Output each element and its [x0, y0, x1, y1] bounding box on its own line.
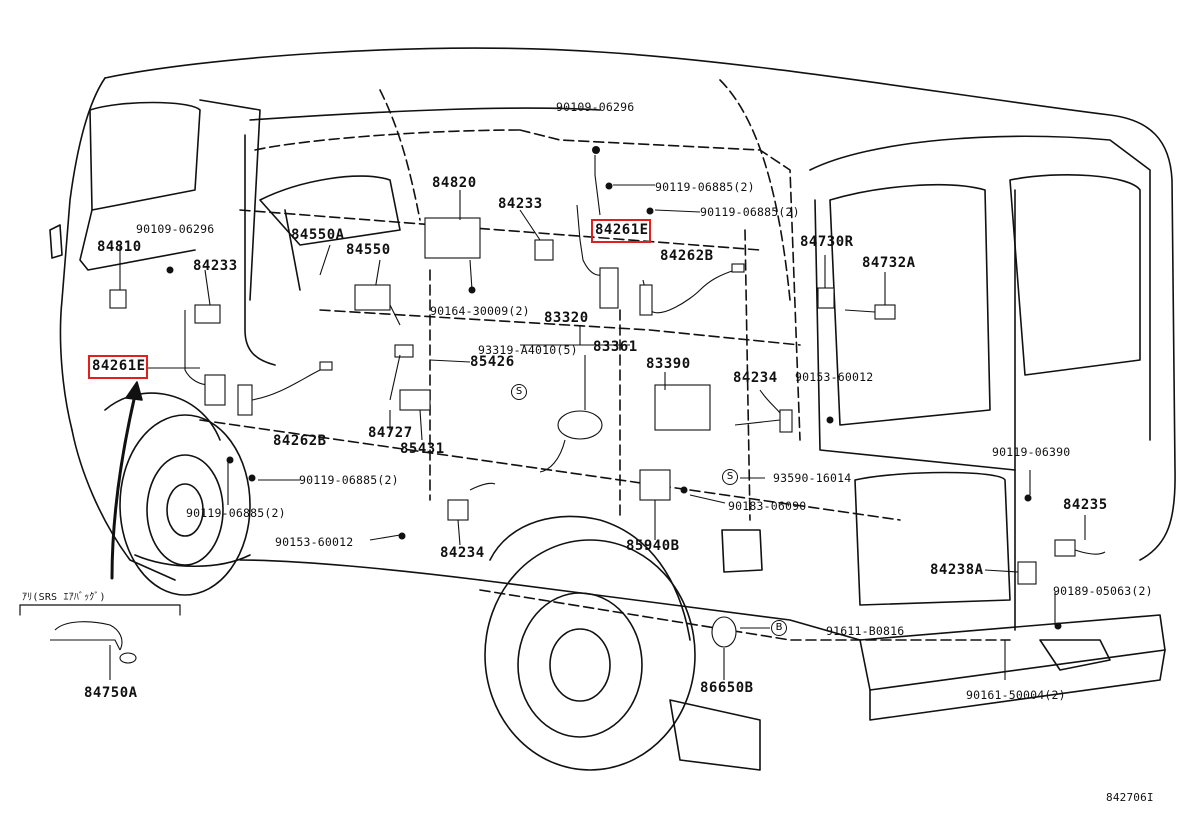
b-marker: B	[771, 620, 787, 636]
part-label-90119-06885-c: 90119-06885(2)	[299, 473, 399, 487]
part-label-86650b: 86650B	[700, 680, 754, 696]
part-label-84550: 84550	[346, 242, 391, 258]
part-label-90119-06885-d: 90119-06885(2)	[186, 506, 286, 520]
part-label-90119-06885-b: 90119-06885(2)	[700, 205, 800, 219]
part-label-84235: 84235	[1063, 497, 1108, 513]
part-label-85426: 85426	[470, 354, 515, 370]
part-label-93590-16014: 93590-16014	[773, 471, 852, 485]
part-label-90119-06390: 90119-06390	[992, 445, 1071, 459]
part-label-85940b: 85940B	[626, 538, 680, 554]
part-label-90153-60012-right: 90153-60012	[795, 370, 874, 384]
s-marker-2: S	[722, 469, 738, 485]
part-label-90109-06296-left: 90109-06296	[136, 222, 215, 236]
part-label-90189-05063: 90189-05063(2)	[1053, 584, 1153, 598]
part-label-83390: 83390	[646, 356, 691, 372]
part-label-84233-top: 84233	[498, 196, 543, 212]
part-label-84732a: 84732A	[862, 255, 916, 271]
part-label-84233-left: 84233	[193, 258, 238, 274]
highlight-84261e-left[interactable]: 84261E	[88, 355, 148, 379]
figure-id: 842706I	[1106, 791, 1154, 804]
part-label-84750a: 84750A	[84, 685, 138, 701]
part-label-90153-60012-left: 90153-60012	[275, 535, 354, 549]
part-label-90109-06296-top: 90109-06296	[556, 100, 635, 114]
part-label-90161-50004: 90161-50004(2)	[966, 688, 1066, 702]
part-label-84238a: 84238A	[930, 562, 984, 578]
part-label-91611-b0816: 91611-B0816	[826, 624, 905, 638]
part-label-84262b-top: 84262B	[660, 248, 714, 264]
part-label-83361: 83361	[593, 339, 638, 355]
highlight-84261e-top[interactable]: 84261E	[591, 219, 651, 243]
part-label-85431: 85431	[400, 441, 445, 457]
part-label-84550a: 84550A	[291, 227, 345, 243]
part-label-84730r: 84730R	[800, 234, 854, 250]
part-label-84234-right: 84234	[733, 370, 778, 386]
part-label-83320: 83320	[544, 310, 589, 326]
part-label-93319-a4010: 93319-A4010(5)	[478, 343, 578, 357]
part-label-90183-06090: 90183-06090	[728, 499, 807, 513]
part-label-84234-left: 84234	[440, 545, 485, 561]
part-label-84261e-left: 84261E	[92, 358, 146, 374]
part-label-90164-30009: 90164-30009(2)	[430, 304, 530, 318]
part-label-90119-06885-a: 90119-06885(2)	[655, 180, 755, 194]
part-label-84262b-left: 84262B	[273, 433, 327, 449]
part-label-84727: 84727	[368, 425, 413, 441]
part-label-84810: 84810	[97, 239, 142, 255]
s-marker-1: S	[511, 384, 527, 400]
srs-airbag-note: ｱﾘ(SRS ｴｱﾊﾞｯｸﾞ)	[22, 592, 106, 603]
part-label-84820: 84820	[432, 175, 477, 191]
part-label-84261e-top: 84261E	[595, 222, 649, 238]
